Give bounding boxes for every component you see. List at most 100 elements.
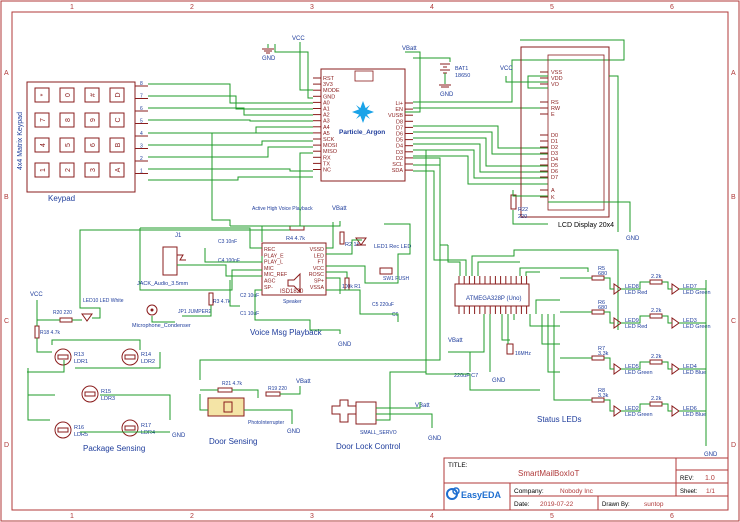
atmega-gnd: GND [492, 378, 506, 384]
frame-col-top: 3 [310, 4, 314, 11]
argon-name: Particle_Argon [339, 129, 385, 136]
argon-right-pin: D6 [396, 132, 403, 138]
pkg-vcc: VCC [30, 292, 43, 298]
keypad-pin-label: 8 [140, 81, 143, 87]
frame-col-bottom: 5 [550, 513, 554, 520]
voice-left-pin: SP- [264, 285, 273, 291]
keypad-key [84, 137, 100, 153]
voice-note-text: Active High Voice Playback [252, 206, 313, 212]
r18-resistor [34, 325, 40, 339]
status-led-b [671, 363, 680, 375]
servo-label: Door Lock Control [336, 442, 401, 451]
title-block-box [443, 457, 729, 511]
atmega-name: ATMEGA328P (Uno) [466, 296, 521, 302]
frame-row-right: D [731, 442, 736, 449]
servo: SMALL_SERVO Door Lock Control VBatt GND [331, 399, 442, 451]
ldr-sensor [121, 419, 139, 437]
status-led-b-name: LED7 [683, 284, 697, 290]
argon-right-pin: D8 [396, 119, 403, 125]
voice-c3: C3 10nF [218, 239, 237, 245]
keypad-pin-label: 5 [140, 119, 143, 125]
frame-col-bottom: 1 [70, 513, 74, 520]
top-power [267, 42, 451, 113]
r22-value: 220 [518, 214, 527, 220]
sheet-value: 1/1 [706, 488, 715, 495]
ldr-name: R16 [74, 425, 84, 431]
r2-resistor [339, 231, 345, 245]
door-r21: R21 4.7k [222, 381, 243, 387]
frame-row-left: B [4, 194, 9, 201]
ldr-resistor [57, 354, 69, 360]
lcd-pin: D5 [551, 163, 558, 169]
title-value: SmartMailBoxIoT [518, 469, 579, 478]
lcd-body [520, 46, 610, 218]
keypad-key-label: D [115, 92, 122, 97]
status-led-b [671, 283, 680, 295]
argon-left-pin: NC [323, 168, 331, 174]
title-block: TITLE: SmartMailBoxIoT REV: 1.0 Company:… [443, 457, 729, 511]
servo-body [355, 401, 377, 425]
ldr-resistor [84, 391, 96, 397]
frame-row-right: B [731, 194, 736, 201]
frame-col-top: 4 [430, 4, 434, 11]
status-led-name: LED5 [625, 364, 639, 370]
status-gnd: GND [704, 452, 718, 458]
battery-value: 18650 [455, 73, 470, 79]
keypad-key-label: 9 [90, 118, 97, 122]
r4-resistor [289, 225, 305, 231]
voice-gnd: GND [338, 342, 352, 348]
company-value: Nobody Inc [560, 488, 594, 495]
frame-col-bottom: 4 [430, 513, 434, 520]
status-led-name: LED8 [625, 284, 639, 290]
door-label: Door Sensing [209, 437, 257, 446]
keypad-key-label: 3 [90, 168, 97, 172]
r21-resistor [217, 387, 233, 393]
vbatt-top-label: VBatt [402, 46, 417, 52]
keypad-key [34, 87, 50, 103]
keypad-key [34, 112, 50, 128]
status-resistor-name: R7 [598, 346, 605, 352]
argon-right-pin: Li+ [396, 101, 404, 107]
ldr-value: LDR5 [74, 432, 88, 438]
keypad-key [59, 87, 75, 103]
argon-usb [354, 70, 374, 82]
status-resistor-value: 3.3k [598, 351, 609, 357]
status-led-b-color: LED Blue [683, 370, 706, 376]
ldr-sensor [54, 421, 72, 439]
keypad-key-label: 7 [40, 118, 47, 122]
ldr-sensor [81, 385, 99, 403]
argon-right-pin: SCL [392, 162, 403, 168]
keypad-title: 4x4 Matrix Keypad [17, 112, 24, 170]
argon-right-pin: VUSB [388, 113, 403, 119]
date-label: Date: [514, 501, 530, 508]
rev-value: 1.0 [705, 475, 715, 482]
keypad-key [84, 112, 100, 128]
keypad-key-label: A [115, 167, 122, 172]
keypad-pin-label: 1 [140, 169, 143, 175]
ldr-value: LDR1 [74, 359, 88, 365]
argon-star-icon [352, 101, 374, 123]
date-value: 2019-07-22 [540, 501, 574, 508]
keypad-pin-label: 3 [140, 144, 143, 150]
sheet-label: Sheet: [680, 489, 698, 495]
argon-voice-wires [211, 132, 313, 226]
status-led-b [671, 405, 680, 417]
atmega-cap: 220uF C7 [454, 373, 478, 379]
lcd-pin: VSS [551, 70, 562, 76]
mic-symbol [146, 304, 158, 316]
voice-label: Voice Msg Playback [250, 328, 323, 337]
frame-col-top: 6 [670, 4, 674, 11]
battery-name: BAT1 [455, 66, 468, 72]
voice-c6: C6 [392, 312, 399, 318]
crystal-symbol [506, 343, 514, 355]
status-led-b-color: LED Blue [683, 412, 706, 418]
voice-chip-name: ISD1820 [280, 289, 304, 295]
ldr-value: LDR2 [141, 359, 155, 365]
